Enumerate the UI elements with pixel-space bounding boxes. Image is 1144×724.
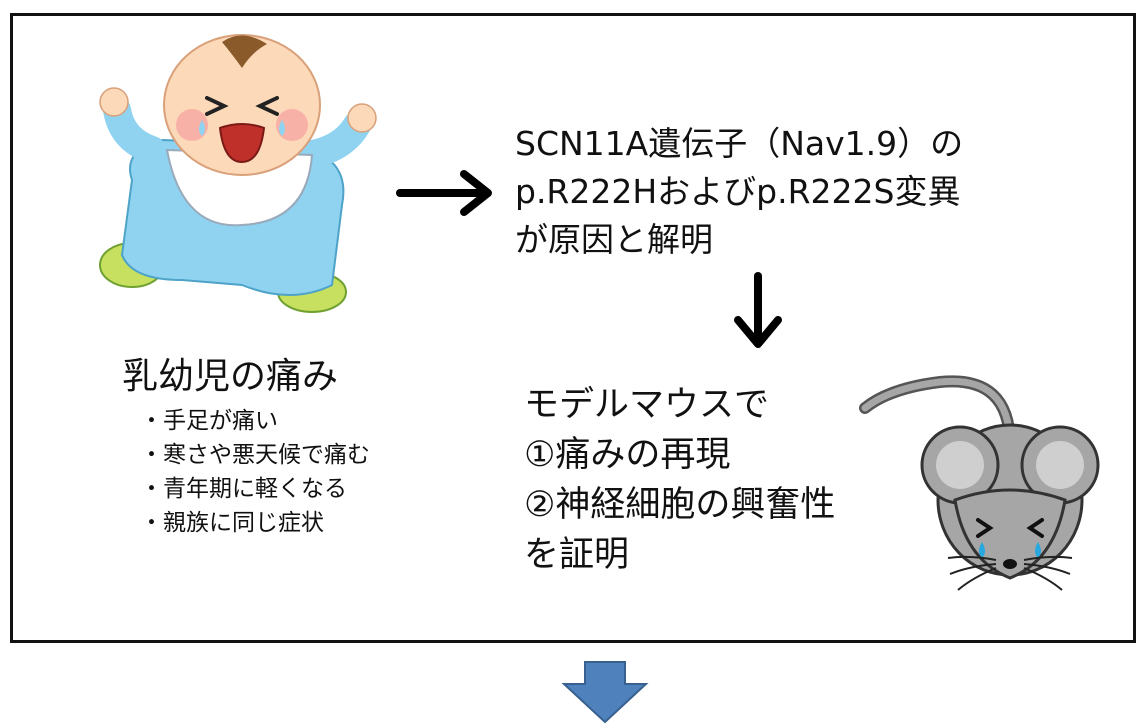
symptom-item: 親族に同じ症状 (140, 506, 370, 540)
mouse-line-4: を証明 (524, 535, 630, 575)
crying-mouse-icon (859, 375, 1100, 591)
mouse-line-1: モデルマウスで (524, 385, 770, 425)
right-arrow-icon (396, 170, 492, 216)
summary-frame (10, 13, 1136, 643)
mouse-text: モデルマウスで ①痛みの再現 ②神経細胞の興奮性 を証明 (524, 380, 835, 580)
result-line-1: SCN11A遺伝子（Nav1.9）の (515, 124, 964, 163)
mouse-line-3: ②神経細胞の興奮性 (524, 485, 836, 525)
result-line-2: p.R222Hおよびp.R222S変異 (515, 172, 961, 211)
result-text: SCN11A遺伝子（Nav1.9）の p.R222Hおよびp.R222S変異 が… (515, 120, 963, 264)
down-arrow-icon (734, 272, 782, 348)
big-down-arrow-icon (561, 661, 649, 724)
symptom-item: 寒さや悪天候で痛む (140, 438, 370, 472)
result-line-3: が原因と解明 (515, 220, 713, 259)
crying-baby-icon (99, 34, 377, 313)
infant-pain-title: 乳幼児の痛み (122, 356, 339, 397)
symptom-list: 手足が痛い 寒さや悪天候で痛む 青年期に軽くなる 親族に同じ症状 (140, 404, 370, 540)
symptom-item: 青年期に軽くなる (140, 472, 370, 506)
symptom-item: 手足が痛い (140, 404, 370, 438)
mouse-line-2: ①痛みの再現 (524, 435, 731, 475)
